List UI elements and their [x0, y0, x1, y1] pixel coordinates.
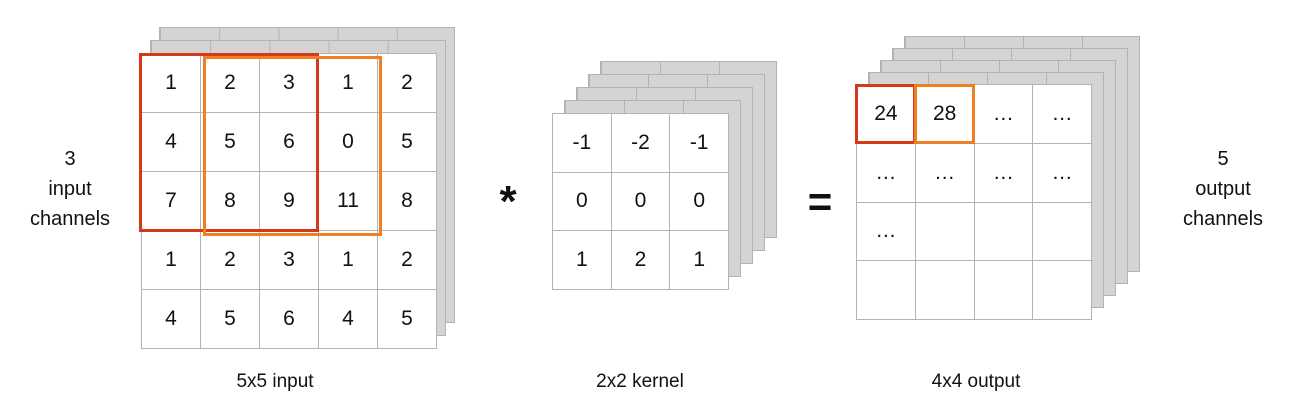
- output-cell: [974, 261, 1034, 320]
- input-cell: 11: [319, 172, 378, 231]
- input-channels-count: 3: [64, 148, 76, 170]
- input-cell: 4: [142, 113, 201, 172]
- kernel-caption: 2x2 kernel: [596, 371, 684, 392]
- output-cell: [857, 261, 916, 320]
- input-cell: 8: [378, 172, 437, 231]
- output-cell: 24: [857, 85, 916, 144]
- input-channels-label: 3 input channels: [18, 144, 122, 234]
- output-cell: …: [1033, 85, 1092, 144]
- output-caption: 4x4 output: [931, 371, 1021, 392]
- input-cell: 8: [201, 172, 260, 231]
- input-cell: 1: [319, 231, 378, 290]
- kernel-cell: 0: [611, 172, 671, 232]
- input-cell: 2: [378, 231, 437, 290]
- output-cell: …: [1033, 143, 1092, 203]
- input-cell: 4: [319, 290, 378, 349]
- input-cell: 1: [319, 54, 378, 113]
- input-cell: 2: [378, 54, 437, 113]
- input-cell: 3: [260, 54, 319, 113]
- output-cell: [1033, 261, 1092, 320]
- output-cell: …: [857, 143, 916, 203]
- output-cell: [1033, 202, 1092, 262]
- input-cell: 5: [201, 290, 260, 349]
- input-cell: 9: [260, 172, 319, 231]
- kernel-cell: 1: [553, 231, 612, 290]
- kernel-cell: -1: [553, 114, 612, 173]
- kernel-cell: 1: [670, 231, 729, 290]
- input-cell: 6: [260, 113, 319, 172]
- output-cell: …: [857, 202, 916, 262]
- output-cell: [974, 202, 1034, 262]
- output-channels-unit: channels: [1182, 208, 1264, 230]
- kernel-cell: 0: [553, 172, 612, 232]
- output-cell: 28: [915, 85, 975, 144]
- input-cell: 3: [260, 231, 319, 290]
- input-caption: 5x5 input: [236, 371, 314, 392]
- output-cell: …: [974, 143, 1034, 203]
- input-cell: 1: [142, 231, 201, 290]
- input-cell: 4: [142, 290, 201, 349]
- input-cell: 6: [260, 290, 319, 349]
- output-channels-count: 5: [1217, 148, 1229, 170]
- output-channels-label: 5 output channels: [1166, 144, 1280, 234]
- input-cell: 7: [142, 172, 201, 231]
- convolution-operator: *: [499, 177, 517, 226]
- input-cell: 2: [201, 54, 260, 113]
- output-cell: [915, 261, 975, 320]
- input-cell: 0: [319, 113, 378, 172]
- input-channels-unit: channels: [29, 208, 111, 230]
- input-cell: 5: [201, 113, 260, 172]
- input-cell: 1: [142, 54, 201, 113]
- output-cell: …: [915, 143, 975, 203]
- kernel-cell: 0: [670, 172, 729, 232]
- kernel-cell: 2: [611, 231, 671, 290]
- kernel-cell: -1: [670, 114, 729, 173]
- input-cell: 2: [201, 231, 260, 290]
- output-channels-word: output: [1195, 178, 1251, 200]
- kernel-cell: -2: [611, 114, 671, 173]
- equals-operator: =: [807, 178, 833, 225]
- input-cell: 5: [378, 113, 437, 172]
- input-channels-word: input: [48, 178, 92, 200]
- input-cell: 5: [378, 290, 437, 349]
- output-cell: [915, 202, 975, 262]
- output-cell: …: [974, 85, 1034, 144]
